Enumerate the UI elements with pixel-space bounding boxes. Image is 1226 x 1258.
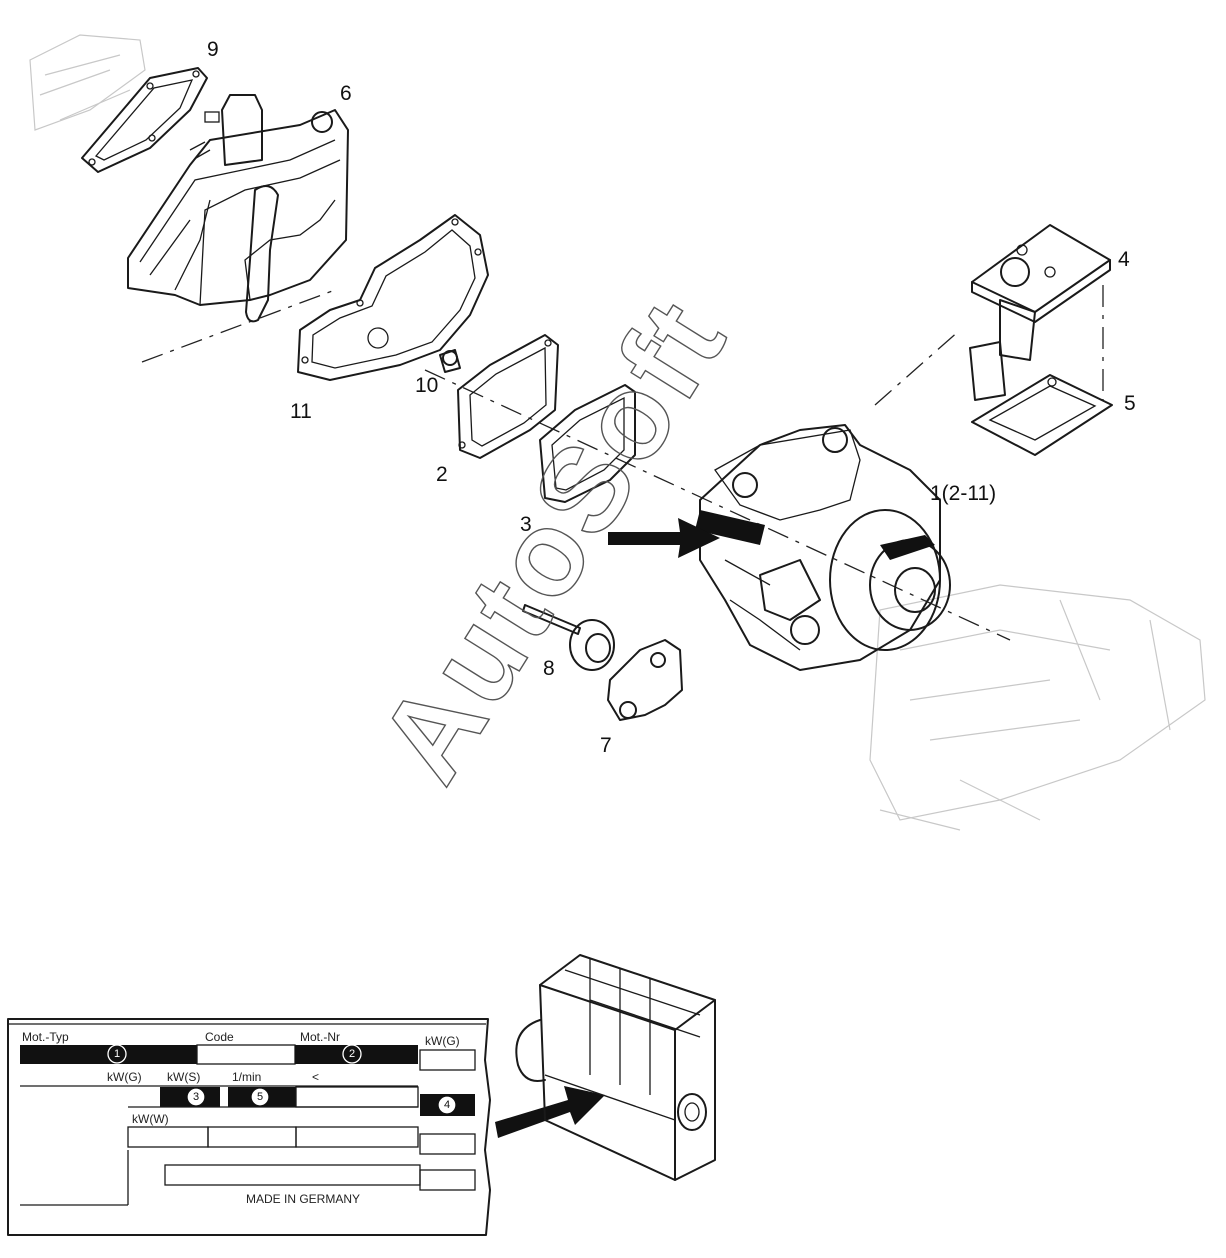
faint-background-sketch: [29, 34, 1206, 831]
nameplate-location-arrow: [608, 518, 720, 558]
part-2-cover-gasket: [457, 334, 559, 459]
label-kw-w: kW(W): [132, 1112, 169, 1126]
part-6-housing: [127, 94, 349, 323]
marker-4-label: 4: [444, 1099, 450, 1111]
marker-1-label: 1: [114, 1048, 120, 1060]
marker-3: [186, 1087, 206, 1107]
label-mot-typ: Mot.-Typ: [22, 1030, 69, 1044]
callout-8: 8: [543, 657, 555, 680]
label-mot-nr: Mot.-Nr: [300, 1030, 340, 1044]
assembly-axes: [141, 285, 1104, 641]
marker-4: [437, 1095, 457, 1115]
callout-7: 7: [600, 734, 612, 757]
label-arrow-glyph: <: [312, 1070, 319, 1084]
marker-2-label: 2: [349, 1048, 355, 1060]
label-made-in-germany: MADE IN GERMANY: [246, 1192, 360, 1206]
label-kw-g: kW(G): [107, 1070, 142, 1084]
part-1-pump: [695, 424, 951, 671]
callout-5: 5: [1124, 392, 1136, 415]
marker-5: [250, 1087, 270, 1107]
engine-block: [515, 954, 716, 1181]
field-code: [196, 1044, 296, 1065]
part-4-valve-cover: [969, 224, 1111, 401]
part-10-plug: [439, 349, 461, 373]
part-8-shaft: [522, 604, 615, 671]
field-row3-right: [295, 1126, 419, 1148]
field-kw-w: [127, 1126, 209, 1148]
nameplate: Mot.-Typ Code Mot.-Nr kW(G) 1 2 kW(G) kW…: [7, 1018, 491, 1236]
label-code: Code: [205, 1030, 234, 1044]
field-kw-g-top: [419, 1049, 476, 1071]
callout-6: 6: [340, 82, 352, 105]
part-9-gasket: [81, 67, 208, 173]
marker-2: [342, 1044, 362, 1064]
part-5-gasket: [971, 374, 1113, 456]
callout-3: 3: [520, 513, 532, 536]
field-row3-far: [419, 1133, 476, 1155]
label-kw-g-top: kW(G): [425, 1034, 460, 1048]
marker-3-label: 3: [193, 1091, 199, 1103]
callout-1: 1(2-11): [930, 482, 996, 505]
part-3-gasket: [539, 384, 636, 503]
field-row3-mid: [207, 1126, 297, 1148]
part-11-large-gasket: [297, 214, 489, 381]
field-bottom-long: [164, 1164, 421, 1186]
callout-9: 9: [207, 38, 219, 61]
engine-plate-arrow: [495, 1086, 605, 1138]
field-blank-row2: [295, 1086, 419, 1108]
field-bottom-right: [419, 1169, 476, 1191]
label-kw-s: kW(S): [167, 1070, 200, 1084]
marker-1: [107, 1044, 127, 1064]
callout-11: 11: [290, 400, 312, 423]
callout-10: 10: [415, 374, 438, 397]
marker-5-label: 5: [257, 1091, 263, 1103]
callout-2: 2: [436, 463, 448, 486]
callout-4: 4: [1118, 248, 1130, 271]
part-7-fitting: [607, 639, 683, 721]
label-rpm: 1/min: [232, 1070, 261, 1084]
